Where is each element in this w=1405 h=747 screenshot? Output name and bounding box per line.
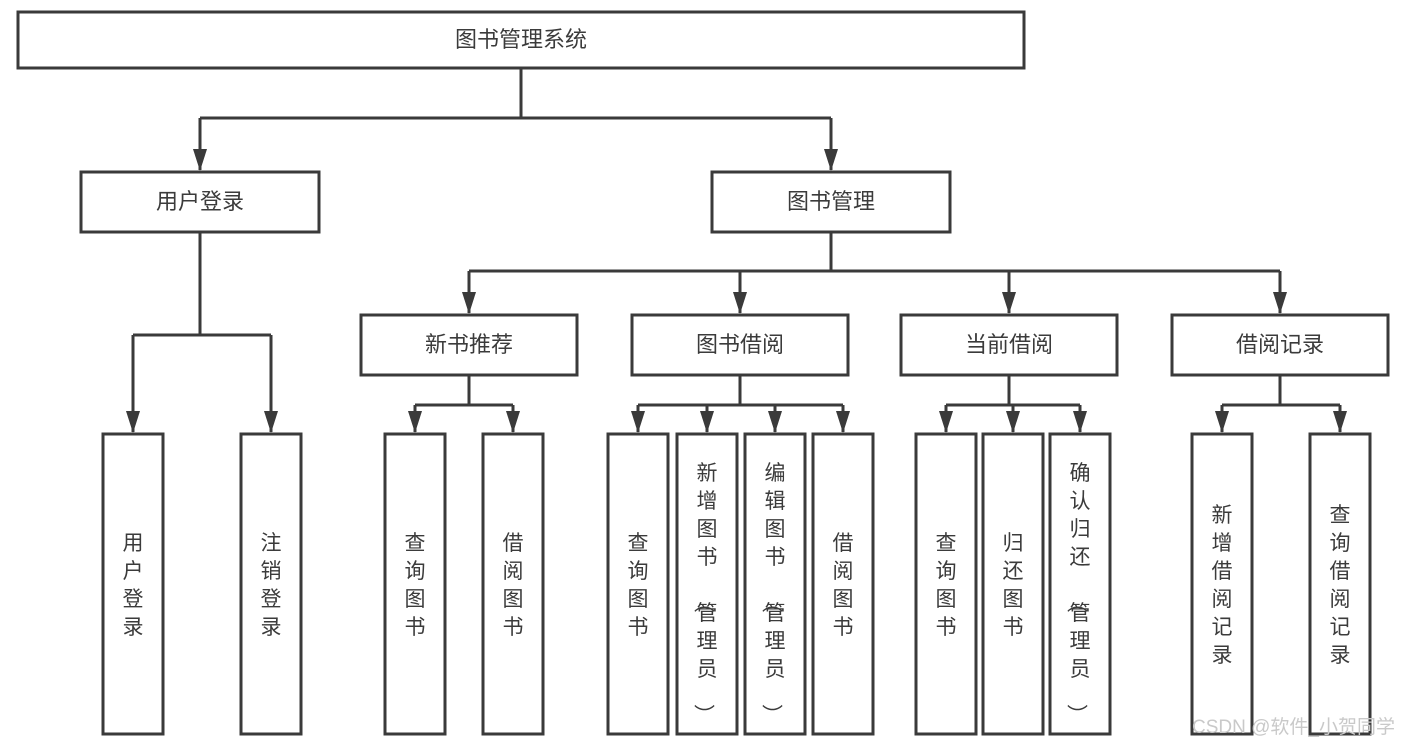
watermark-label: CSDN @软件_小贺同学 [1192,716,1395,738]
arrow-head-icon [631,411,645,433]
connector-layer [126,68,1347,433]
node-layer: 图书管理系统用户登录图书管理新书推荐图书借阅当前借阅借阅记录用户登录注销登录查询… [16,10,1390,736]
node-box[interactable] [239,432,303,736]
arrow-head-icon [1215,411,1229,433]
node-label: 图书管理系统 [455,27,587,52]
node-box[interactable] [481,432,545,736]
node-box[interactable] [383,432,447,736]
node-label: 编辑图书（管理员） [760,462,786,725]
arrow-head-icon [264,411,278,433]
arrow-head-icon [700,411,714,433]
node-level3-new-book-recommend[interactable]: 新书推荐 [359,313,579,377]
node-label: 查询图书 [936,532,957,639]
node-box[interactable] [101,432,165,736]
node-label: 新书推荐 [425,332,513,357]
node-label: 确认归还（管理员） [1065,462,1091,725]
node-box[interactable] [16,10,1026,70]
node-box[interactable] [899,313,1119,377]
node-leaf-leaf-confirm-return[interactable]: 确认归还（管理员） [1048,432,1112,736]
arrow-head-icon [506,411,520,433]
node-leaf-leaf-add-book[interactable]: 新增图书（管理员） [675,432,739,736]
node-leaf-leaf-query-book-1[interactable]: 查询图书 [383,432,447,736]
node-label: 归还图书 [1003,532,1024,639]
node-label: 查询图书 [405,532,426,639]
arrow-head-icon [768,411,782,433]
arrow-head-icon [1006,411,1020,433]
node-box[interactable] [1170,313,1390,377]
node-level3-current-borrow[interactable]: 当前借阅 [899,313,1119,377]
node-label: 查询图书 [628,532,649,639]
arrow-head-icon [939,411,953,433]
node-label: 新增借阅记录 [1212,504,1233,667]
node-box[interactable] [675,432,739,736]
node-label: 查询借阅记录 [1330,504,1351,667]
node-label: 借阅图书 [503,532,524,639]
node-box[interactable] [914,432,978,736]
node-label: 当前借阅 [965,332,1053,357]
node-box[interactable] [606,432,670,736]
node-leaf-leaf-query-borrow-record[interactable]: 查询借阅记录 [1308,432,1372,736]
node-box[interactable] [79,170,321,234]
node-box[interactable] [743,432,807,736]
arrow-head-icon [733,292,747,314]
arrow-head-icon [1002,292,1016,314]
node-leaf-leaf-borrow-book-1[interactable]: 借阅图书 [481,432,545,736]
node-box[interactable] [1190,432,1254,736]
node-root[interactable]: 图书管理系统 [16,10,1026,70]
node-leaf-leaf-logout-login[interactable]: 注销登录 [239,432,303,736]
node-level3-borrow-record[interactable]: 借阅记录 [1170,313,1390,377]
node-level3-book-borrow[interactable]: 图书借阅 [630,313,850,377]
arrow-head-icon [1273,292,1287,314]
node-leaf-leaf-user-login[interactable]: 用户登录 [101,432,165,736]
node-label: 借阅记录 [1236,332,1324,357]
arrow-head-icon [462,292,476,314]
arrow-head-icon [1333,411,1347,433]
arrow-head-icon [1073,411,1087,433]
node-box[interactable] [811,432,875,736]
node-box[interactable] [630,313,850,377]
node-label: 用户登录 [156,189,244,214]
node-label: 新增图书（管理员） [692,462,718,725]
node-label: 图书借阅 [696,332,784,357]
node-box[interactable] [981,432,1045,736]
node-leaf-leaf-borrow-book-2[interactable]: 借阅图书 [811,432,875,736]
node-box[interactable] [359,313,579,377]
watermark-layer: CSDN @软件_小贺同学 [1192,716,1395,738]
node-box[interactable] [710,170,952,234]
arrow-head-icon [126,411,140,433]
node-level2-book-management[interactable]: 图书管理 [710,170,952,234]
node-leaf-leaf-return-book[interactable]: 归还图书 [981,432,1045,736]
node-leaf-leaf-edit-book[interactable]: 编辑图书（管理员） [743,432,807,736]
node-box[interactable] [1048,432,1112,736]
node-box[interactable] [1308,432,1372,736]
node-label: 用户登录 [123,532,144,639]
arrow-head-icon [193,149,207,171]
node-level2-user-login[interactable]: 用户登录 [79,170,321,234]
node-leaf-leaf-query-book-2[interactable]: 查询图书 [606,432,670,736]
node-leaf-leaf-add-borrow-record[interactable]: 新增借阅记录 [1190,432,1254,736]
node-label: 借阅图书 [833,532,854,639]
node-leaf-leaf-query-book-3[interactable]: 查询图书 [914,432,978,736]
node-label: 注销登录 [261,532,282,639]
arrow-head-icon [836,411,850,433]
arrow-head-icon [408,411,422,433]
node-label: 图书管理 [787,189,875,214]
arrow-head-icon [824,149,838,171]
